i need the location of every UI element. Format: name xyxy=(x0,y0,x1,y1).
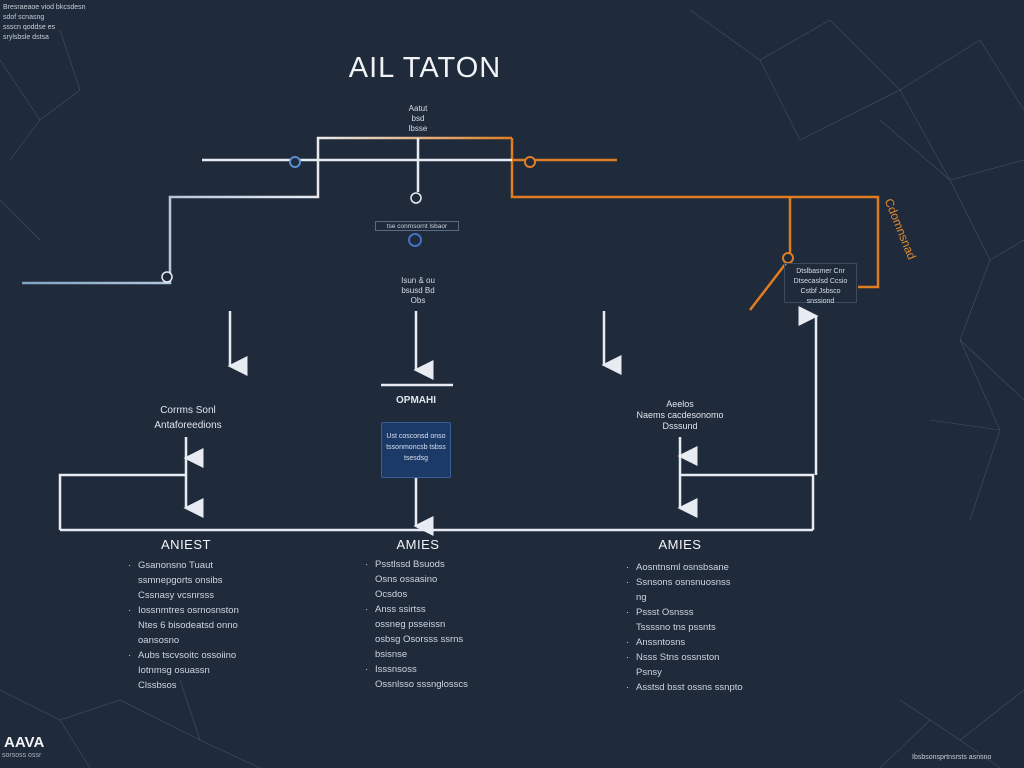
list-item: Pssst Osnsss xyxy=(626,605,743,620)
corner-line: ssscn qoddse es xyxy=(3,24,56,31)
list-item: Osns ossasino xyxy=(375,574,438,585)
center-top-label: OPMAHI xyxy=(396,395,436,406)
label-line: Antaforeedions xyxy=(154,420,222,431)
list-item: Aubs tscvsoitc ossoiino xyxy=(128,648,239,663)
page-title: AIL TATON xyxy=(348,52,502,84)
left-loop xyxy=(58,473,186,530)
list-item: Asstsd bsst ossns ssnpto xyxy=(626,680,743,695)
blue-path xyxy=(22,136,512,285)
list-item: bsisnse xyxy=(375,649,408,660)
box-line: Cstbf Jsbsco xyxy=(800,288,841,295)
center-label: Isun & ou bsusd Bd Obs xyxy=(401,276,435,306)
constellation-background xyxy=(0,9,1024,768)
label-line: bsd xyxy=(411,114,425,123)
right-top-label: Aeelos Naems cacdesonomo Dsssund xyxy=(636,399,723,432)
label-line: Aeelos xyxy=(666,399,694,409)
node-blue xyxy=(289,156,301,168)
label-line: Aatut xyxy=(408,104,428,113)
corner-note: Bresraeaoe viod bkcsdesn sdof scnasng ss… xyxy=(3,3,86,43)
list-item: Tssssno tns pssnts xyxy=(636,622,716,633)
label-line: Corrms Sonl xyxy=(160,405,216,416)
label-line: bsusd Bd xyxy=(401,286,435,295)
label-line: Dsssund xyxy=(662,421,698,431)
list-item: Ssnsons osnsnuosnss xyxy=(626,575,743,590)
orange-path xyxy=(510,138,880,289)
node-orange-right xyxy=(782,252,794,264)
node-orange xyxy=(524,156,536,168)
corner-line: srylsbsle dstsa xyxy=(3,34,49,41)
node-blue-center xyxy=(408,233,422,247)
list-item: Nsss Stns ossnston xyxy=(626,650,743,665)
node-left xyxy=(161,271,173,283)
list-item: Anss ssirtss xyxy=(365,602,468,617)
label-line: lbsse xyxy=(408,124,428,133)
list-item: osbsg Osorsss ssrns xyxy=(375,634,464,645)
right-loop xyxy=(680,473,815,530)
logo-text: AAVA xyxy=(4,734,45,751)
list-item: oansosno xyxy=(138,635,180,646)
corner-line: Bresraeaoe viod bkcsdesn xyxy=(3,4,86,11)
column-list-left: Gsanonsno Tuaut ssmnepgorts onsibsCssnasy… xyxy=(128,558,239,693)
list-item: Clssbsos xyxy=(138,680,177,691)
label-line: Obs xyxy=(410,296,426,305)
label-line: Naems cacdesonomo xyxy=(636,410,724,420)
corner-line: sdof scnasng xyxy=(3,14,45,21)
list-item: Gsanonsno Tuaut xyxy=(128,558,239,573)
list-item: Aosntnsml osnsbsane xyxy=(626,560,743,575)
column-list-right: Aosntnsml osnsbsaneSsnsons osnsnuosnss ng… xyxy=(626,560,743,695)
column-heading: AMIES xyxy=(658,537,702,552)
list-item: Psstlssd Bsuods xyxy=(365,557,468,572)
footer-note: Ibsbsonsprtnsrsts asnsno xyxy=(912,754,992,761)
box-line: tsesdsg xyxy=(403,455,429,462)
list-item: Anssntosns xyxy=(626,635,743,650)
logo-subtext: sorsoss ossr xyxy=(2,752,42,759)
list-item: Ossnlsso sssnglosscs xyxy=(375,679,468,690)
list-item: Iotnmsg osuassn xyxy=(138,665,210,676)
box-line: Ust cosconsd onso xyxy=(386,433,446,440)
list-item: ossneg psseissn xyxy=(375,619,446,630)
center-box: Ust cosconsd onso tssonmoncsb tsbss tses… xyxy=(381,422,451,478)
list-item: ng xyxy=(636,592,647,603)
box-line: snssiond xyxy=(806,298,835,305)
list-item: Ocsdos xyxy=(375,589,408,600)
right-box: Dtslbasmer Cnr Dtsecaslsd Ccsio Cstbf Js… xyxy=(784,263,857,305)
box-line: tssonmoncsb tsbss xyxy=(386,444,446,451)
list-item: ssmnepgorts onsibs xyxy=(138,575,223,586)
middle-box: tse conmsornt lsbaor xyxy=(375,221,459,231)
column-heading: AMIES xyxy=(396,537,440,552)
label-line: Isun & ou xyxy=(401,276,435,285)
box-line: Dtsecaslsd Ccsio xyxy=(793,278,848,285)
column-heading: ANIEST xyxy=(161,537,211,552)
list-item: Psnsy xyxy=(636,667,662,678)
list-item: Ntes 6 bisodeatsd onno xyxy=(138,620,238,631)
list-item: Isssnsoss xyxy=(365,662,468,677)
node-hub xyxy=(410,192,422,204)
left-top-label: Corrms Sonl Antaforeedions xyxy=(154,403,221,433)
top-label: Aatut bsd lbsse xyxy=(409,104,428,134)
box-line: Dtslbasmer Cnr xyxy=(796,268,845,275)
list-item: Cssnasy vcsnrsss xyxy=(138,590,215,601)
list-item: Iossnmtres osrnosnston xyxy=(128,603,239,618)
